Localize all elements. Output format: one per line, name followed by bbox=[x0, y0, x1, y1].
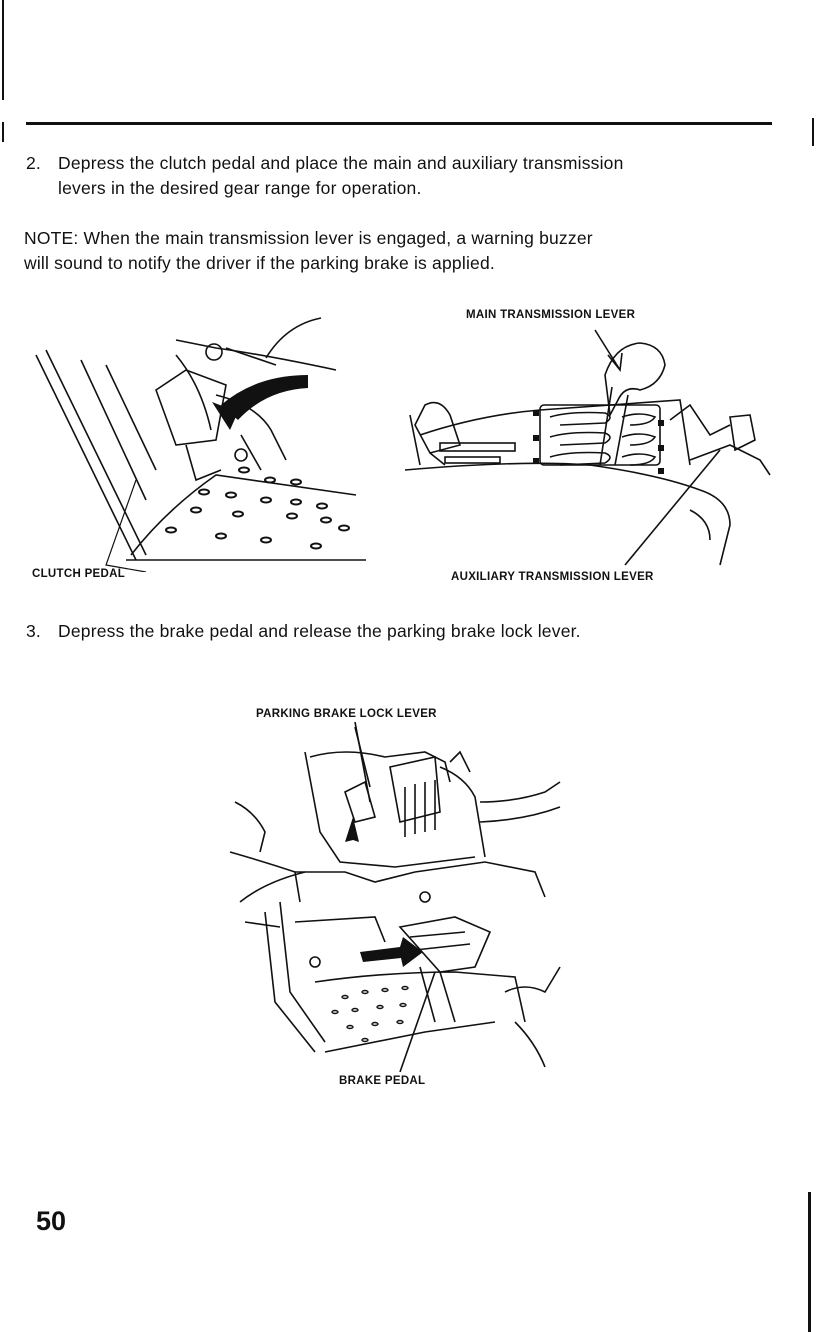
step-3: 3. Depress the brake pedal and release th… bbox=[26, 619, 581, 644]
note: NOTE: When the main transmission lever i… bbox=[24, 226, 784, 276]
scan-edge-mark-right-bottom bbox=[808, 1192, 811, 1332]
page-number: 50 bbox=[36, 1206, 67, 1236]
scan-edge-mark-right bbox=[812, 118, 814, 146]
note-line-2: will sound to notify the driver if the p… bbox=[24, 253, 495, 273]
main-transmission-lever-callout: MAIN TRANSMISSION LEVER bbox=[466, 309, 636, 321]
step-3-line-1: Depress the brake pedal and release the … bbox=[58, 621, 581, 641]
note-line-1: NOTE: When the main transmission lever i… bbox=[24, 228, 593, 248]
step-2: 2. Depress the clutch pedal and place the… bbox=[26, 151, 624, 201]
step-3-number: 3. bbox=[26, 621, 41, 641]
transmission-figure bbox=[400, 325, 780, 570]
brake-figure bbox=[225, 722, 585, 1072]
auxiliary-transmission-lever-callout: AUXILIARY TRANSMISSION LEVER bbox=[451, 571, 654, 583]
brake-illustration bbox=[229, 722, 561, 1072]
clutch-pedal-figure bbox=[26, 310, 376, 572]
scan-edge-mark-left bbox=[2, 0, 4, 100]
clutch-pedal-illustration bbox=[35, 317, 366, 572]
top-rule bbox=[26, 122, 772, 125]
step-2-line-1: Depress the clutch pedal and place the m… bbox=[58, 153, 624, 173]
brake-pedal-callout: BRAKE PEDAL bbox=[339, 1075, 426, 1087]
scan-edge-mark-left-lower bbox=[2, 122, 4, 142]
transmission-illustration bbox=[404, 329, 771, 566]
clutch-pedal-callout: CLUTCH PEDAL bbox=[32, 568, 126, 580]
parking-brake-lock-lever-callout: PARKING BRAKE LOCK LEVER bbox=[256, 708, 437, 720]
step-2-line-2: levers in the desired gear range for ope… bbox=[58, 178, 422, 198]
step-2-number: 2. bbox=[26, 153, 41, 173]
